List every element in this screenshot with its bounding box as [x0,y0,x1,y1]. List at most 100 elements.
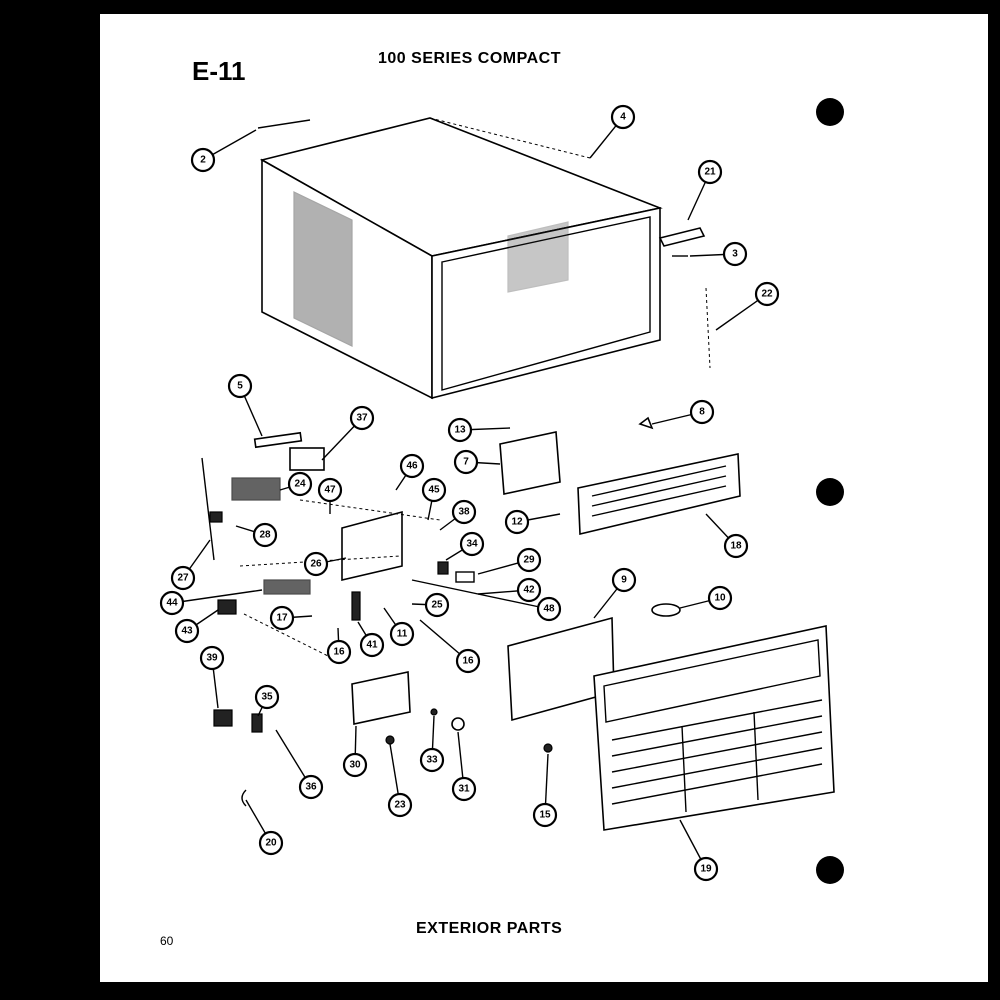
front-grille-vents [611,699,823,813]
part-20-clip [241,789,247,807]
callout-label: 15 [539,810,551,821]
page-code: E-11 [192,56,246,86]
callout-25: 25 [424,592,450,618]
callout-label: 43 [181,626,193,637]
callout-12: 12 [504,509,530,535]
callout-label: 4 [620,112,626,123]
binder-hole [816,478,844,506]
callout-23: 23 [387,792,413,818]
callout-22: 22 [754,281,780,307]
callout-label: 44 [166,598,178,609]
callout-label: 42 [523,585,535,596]
callout-label: 21 [704,167,716,178]
callout-13: 13 [447,417,473,443]
front-grille-top-section [603,639,821,723]
callout-19: 19 [693,856,719,882]
callout-label: 36 [305,782,317,793]
part-44-terminal [263,579,311,595]
callout-label: 19 [700,864,712,875]
callout-30: 30 [342,752,368,778]
binder-holes [816,98,844,884]
part-22-strip [705,287,711,369]
part-39-clip [213,709,233,727]
cabinet-opening-inner [441,216,651,391]
callout-3: 3 [722,241,748,267]
callout-8: 8 [689,399,715,425]
callout-label: 9 [621,575,627,586]
callout-label: 24 [294,479,306,490]
callout-41: 41 [359,632,385,658]
callout-label: 38 [458,507,470,518]
callout-27: 27 [170,565,196,591]
callout-label: 13 [454,425,466,436]
control-parts [201,416,654,807]
callout-label: 34 [466,539,478,550]
part-37-capacitor [289,447,325,471]
callout-9: 9 [611,567,637,593]
callout-label: 16 [462,656,474,667]
part-24-switch [231,477,281,501]
callout-10: 10 [707,585,733,611]
cabinet-front-opening [431,207,661,400]
cabinet-drawing [259,117,663,400]
callout-label: 33 [426,755,438,766]
part-31-knob [451,717,465,731]
part-18-louver [577,453,741,536]
part-26-control-plate [341,510,403,582]
callout-2: 2 [190,147,216,173]
louver-slots [591,465,727,517]
callout-31: 31 [451,776,477,802]
callout-label: 12 [511,517,523,528]
part-41-bracket [351,591,361,621]
callout-46: 46 [399,453,425,479]
binder-hole [816,856,844,884]
callout-label: 10 [714,593,726,604]
callout-label: 23 [394,800,406,811]
part-21-bracket [658,227,706,247]
callout-45: 45 [421,477,447,503]
callout-33: 33 [419,747,445,773]
callout-label: 16 [333,647,345,658]
callout-39: 39 [199,645,225,671]
callout-label: 30 [349,760,361,771]
callout-label: 37 [356,413,368,424]
callout-7: 7 [453,449,479,475]
footer-title: EXTERIOR PARTS [416,920,563,937]
callout-4: 4 [610,104,636,130]
callout-43: 43 [174,618,200,644]
upper-small-parts [257,119,711,369]
part-34-knob [437,561,449,575]
callout-17: 17 [269,605,295,631]
callout-leader-48 [411,579,550,610]
callout-28: 28 [252,522,278,548]
callout-label: 11 [397,629,408,640]
callout-label: 45 [428,485,440,496]
part-33-screw [430,708,438,716]
callout-label: 8 [699,407,705,418]
series-title: 100 SERIES COMPACT [378,50,561,67]
callout-34: 34 [459,531,485,557]
callout-38: 38 [451,499,477,525]
callout-label: 17 [276,613,288,624]
callout-48: 48 [536,596,562,622]
callout-leader-44 [171,589,263,604]
part-19-front-grille [593,625,835,831]
cabinet-interior-shadow [507,221,569,293]
callout-36: 36 [298,774,324,800]
part-30-nameplate [351,671,411,725]
callout-label: 27 [177,573,189,584]
callout-label: 31 [458,784,470,795]
cabinet-side-louvers [293,191,353,347]
part-2-strip [257,119,311,129]
part-23-screw [385,735,395,745]
callout-18: 18 [723,533,749,559]
part-10-gasket [651,603,681,617]
callout-47: 47 [317,477,343,503]
callout-label: 18 [730,541,742,552]
callout-label: 47 [324,485,336,496]
callout-29: 29 [516,547,542,573]
callout-24: 24 [287,471,313,497]
binder-hole [816,98,844,126]
callout-label: 3 [732,249,738,260]
